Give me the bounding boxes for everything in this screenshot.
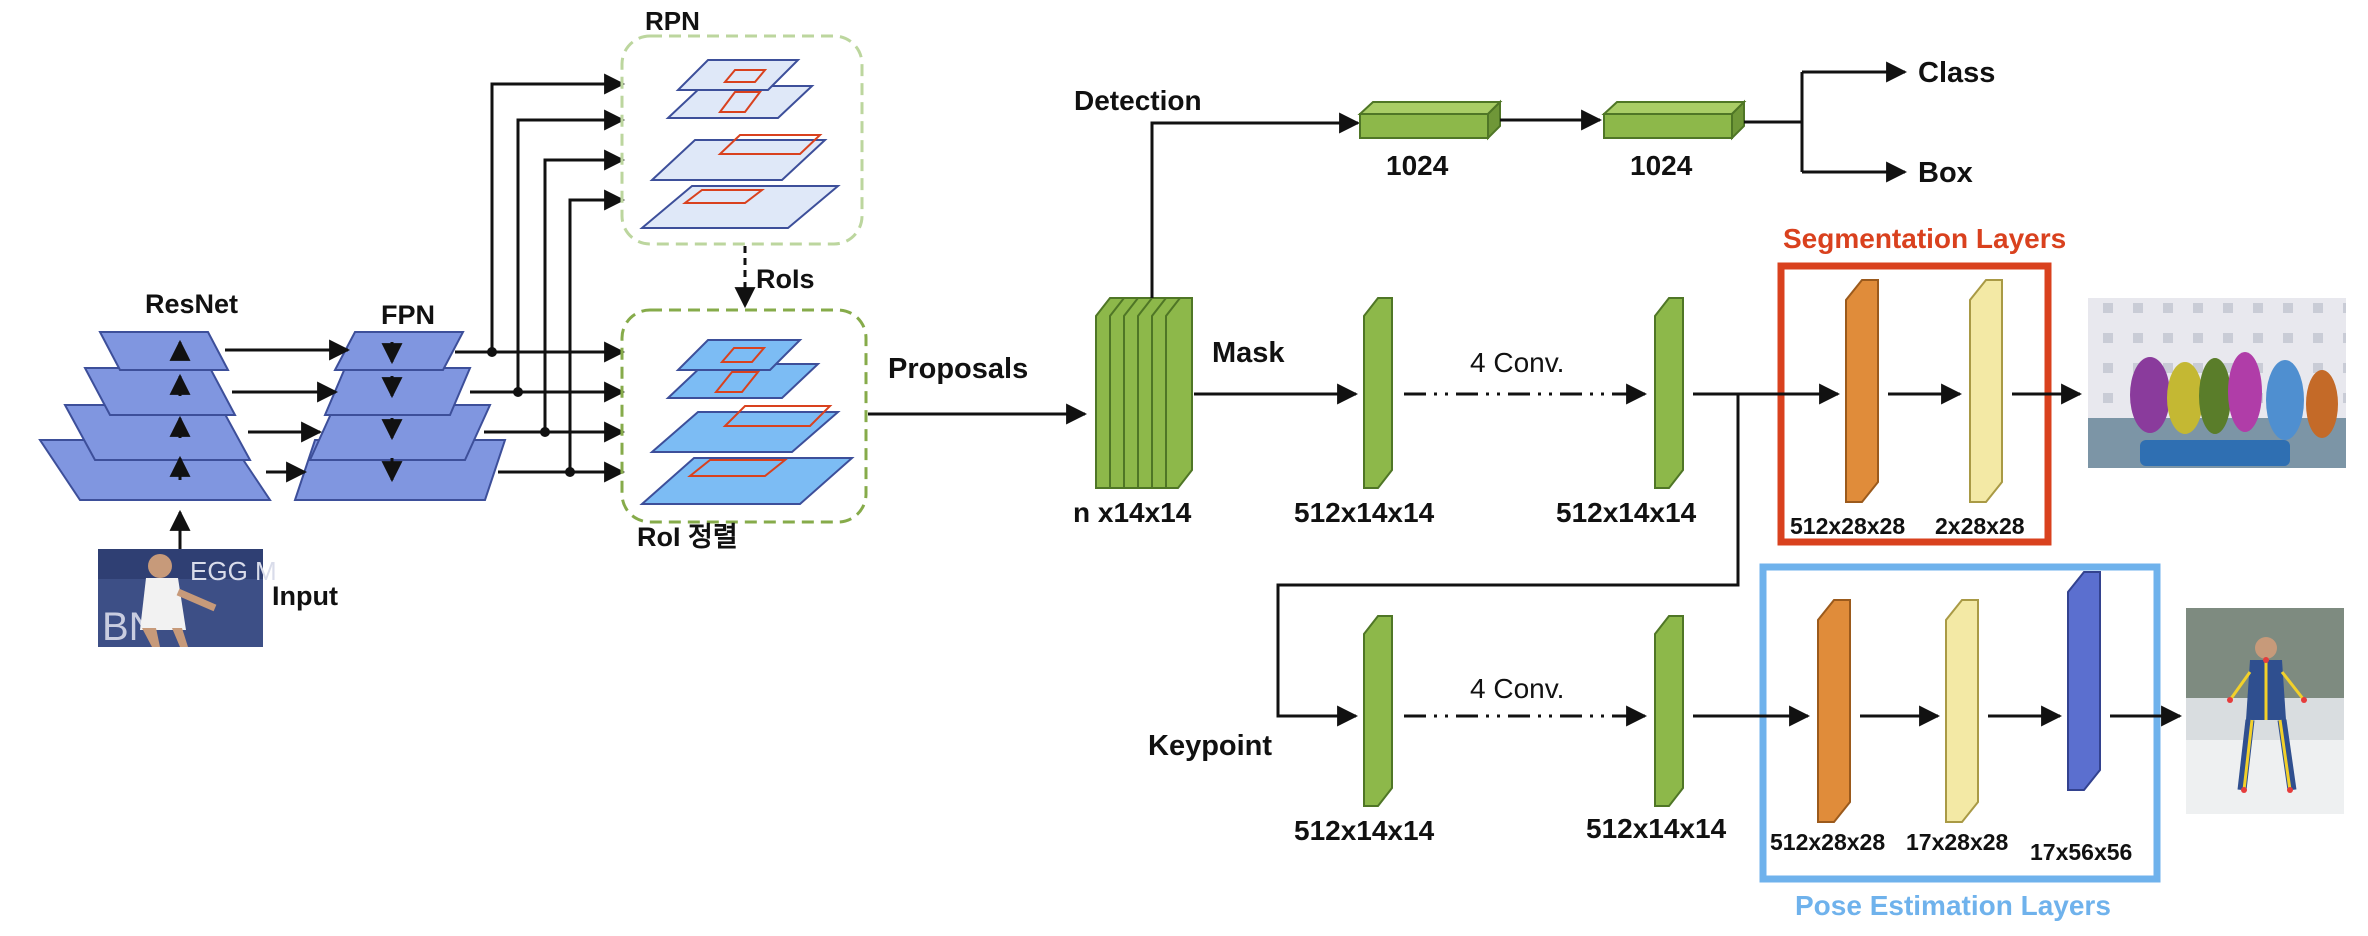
- rois-label: RoIs: [756, 264, 815, 294]
- fc-layer-2: [1601, 99, 1747, 141]
- pose-label: Pose Estimation Layers: [1795, 890, 2111, 921]
- resnet-layer-1: [98, 331, 230, 371]
- segmentation-label: Segmentation Layers: [1783, 223, 2066, 254]
- seg-a-dim: 512x28x28: [1790, 513, 1905, 539]
- segmentation-output-image: [2088, 298, 2346, 468]
- keypoint-conv-label: 4 Conv.: [1470, 673, 1564, 704]
- roi-align-stack: [639, 339, 855, 505]
- mask-b-dim: 512x14x14: [1556, 497, 1697, 528]
- box-label: Box: [1918, 157, 1973, 189]
- roi-feature-stack: [1095, 297, 1193, 489]
- pose-b-dim: 17x28x28: [1906, 829, 2009, 855]
- class-label: Class: [1918, 57, 1995, 89]
- pose-layer-1: [1817, 599, 1851, 823]
- rpn-label: RPN: [645, 6, 700, 36]
- mask-conv-label: 4 Conv.: [1470, 347, 1564, 378]
- pose-layer-2: [1945, 599, 1979, 823]
- proposals-label: Proposals: [888, 353, 1028, 385]
- resnet-label: ResNet: [145, 289, 238, 319]
- fpn-layer-2: [323, 367, 472, 416]
- fc1-dim: 1024: [1386, 150, 1449, 181]
- mask-conv-2: [1654, 297, 1684, 489]
- seg-b-dim: 2x28x28: [1935, 513, 2025, 539]
- pose-box: [1759, 563, 2161, 883]
- fpn-connectors: [455, 73, 626, 483]
- rpn-box: [620, 34, 864, 246]
- fc-layer-1: [1357, 99, 1503, 141]
- kp-b-dim: 512x14x14: [1586, 813, 1727, 844]
- keypoint-conv-2: [1654, 615, 1684, 807]
- roi-stack-dim: n x14x14: [1073, 497, 1192, 528]
- resnet-layer-2: [83, 367, 237, 416]
- mask-conv-1: [1363, 297, 1393, 489]
- resnet-stack: [38, 331, 272, 501]
- roi-align-box: [620, 308, 868, 524]
- pose-layer-3: [2067, 571, 2101, 791]
- detection-label: Detection: [1074, 85, 1202, 116]
- seg-layer-2: [1969, 279, 2003, 503]
- pose-output-image: [2186, 608, 2344, 814]
- fc2-dim: 1024: [1630, 150, 1693, 181]
- kp-a-dim: 512x14x14: [1294, 815, 1435, 846]
- input-image: EGG M BN: [98, 549, 277, 649]
- mask-a-dim: 512x14x14: [1294, 497, 1435, 528]
- input-label: Input: [272, 581, 338, 611]
- keypoint-conv-1: [1363, 615, 1393, 807]
- svg-text:EGG M: EGG M: [190, 556, 277, 586]
- junction-dots: [487, 347, 575, 477]
- roi-align-label: RoI 정렬: [637, 522, 738, 552]
- mask-label: Mask: [1212, 337, 1285, 369]
- keypoint-connector: [1276, 394, 1740, 727]
- pose-c-dim: 17x56x56: [2030, 839, 2132, 865]
- fpn-layer-1: [333, 331, 465, 371]
- pose-a-dim: 512x28x28: [1770, 829, 1885, 855]
- fpn-label: FPN: [381, 300, 435, 330]
- detection-connector: [1150, 112, 1361, 298]
- keypoint-label: Keypoint: [1148, 730, 1272, 762]
- segmentation-box: [1777, 262, 2052, 546]
- rpn-stack: [639, 59, 841, 229]
- fpn-stack: [293, 331, 507, 501]
- seg-layer-1: [1845, 279, 1879, 503]
- class-box-split: [1744, 72, 1804, 172]
